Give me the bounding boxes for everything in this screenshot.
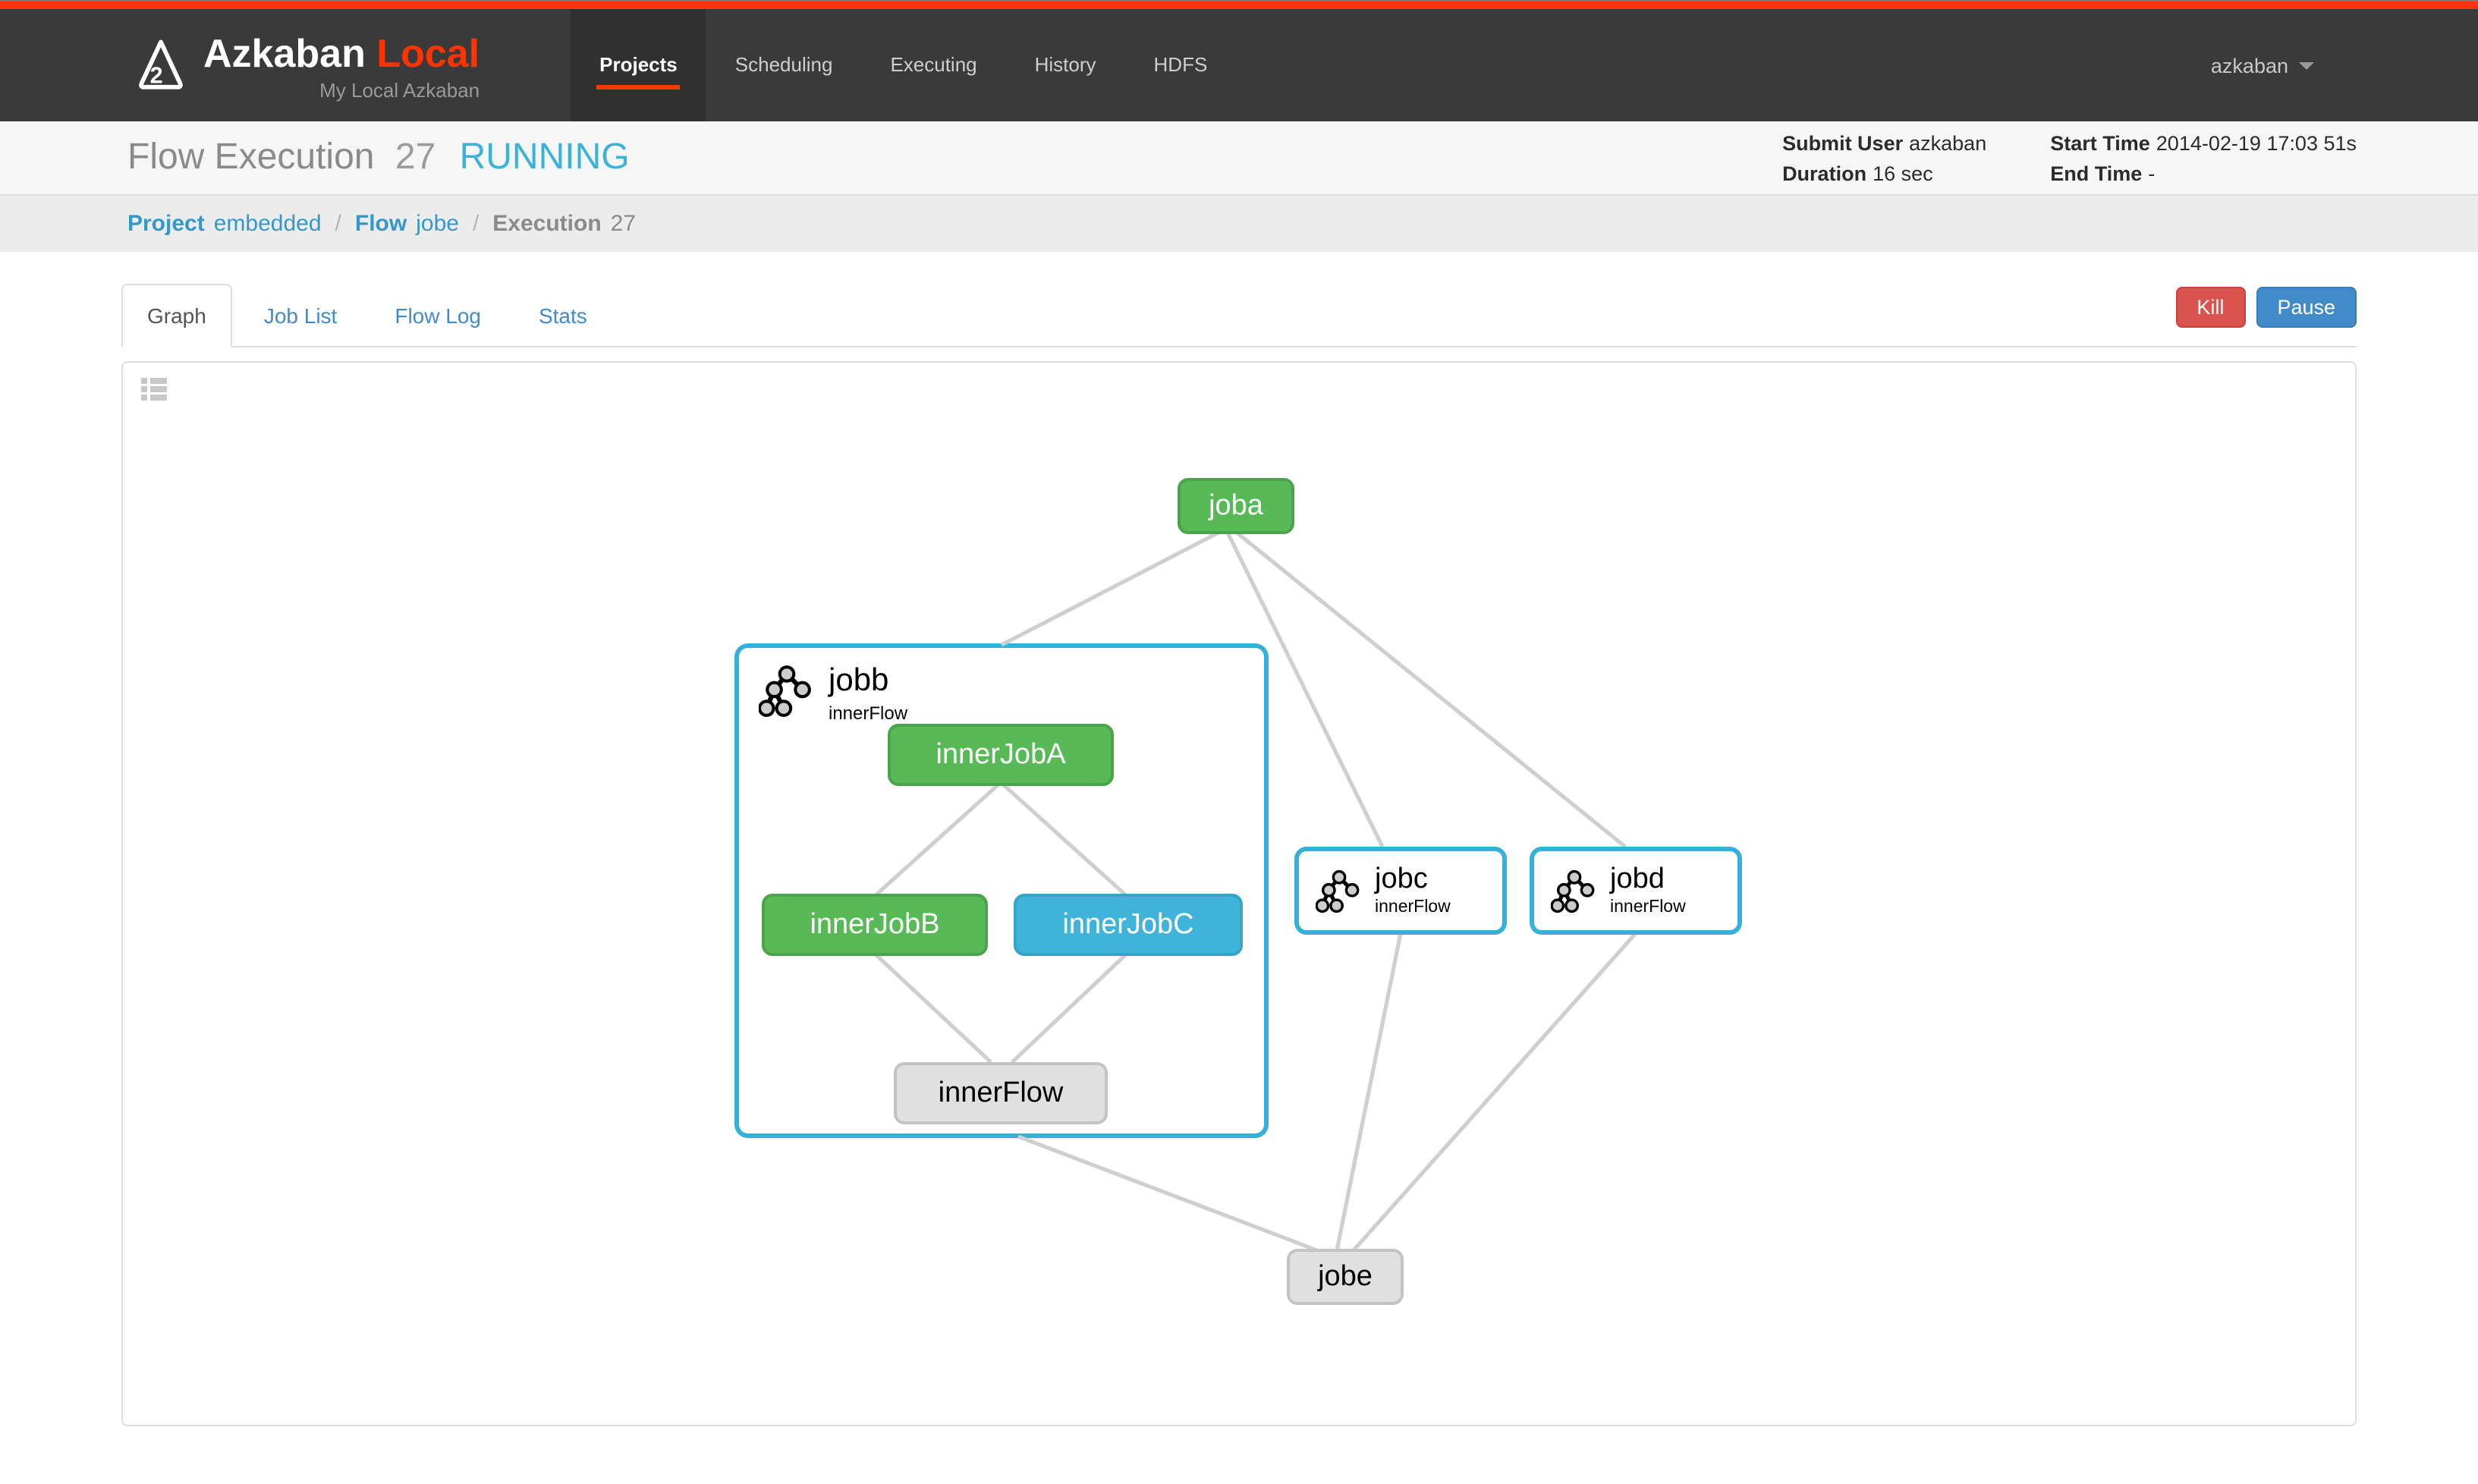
breadcrumb-label: Execution — [492, 211, 602, 237]
brand-subtitle: My Local Azkaban — [319, 78, 480, 101]
page-title: Flow Execution 27 RUNNING — [0, 137, 630, 179]
info-value: azkaban — [1909, 131, 1987, 154]
flow-node-jobc[interactable]: jobc innerFlow — [1294, 847, 1507, 935]
inner-flow-icon — [1316, 869, 1360, 913]
chevron-down-icon — [2299, 61, 2314, 69]
user-menu[interactable]: azkaban — [2211, 9, 2314, 121]
user-name: azkaban — [2210, 54, 2288, 77]
inner-flow-icon — [1551, 869, 1595, 913]
nav-item-scheduling[interactable]: Scheduling — [734, 53, 833, 76]
breadcrumb-flow[interactable]: Flow jobe — [355, 211, 459, 237]
breadcrumb-label: Flow — [354, 211, 407, 237]
info-label: Duration — [1782, 162, 1867, 184]
job-node-innerFlow[interactable]: innerFlow — [894, 1062, 1108, 1124]
status-badge: RUNNING — [459, 137, 630, 178]
flow-subtitle: innerFlow — [829, 703, 908, 725]
breadcrumb-separator: / — [335, 211, 341, 237]
flow-node-titles: jobc innerFlow — [1375, 863, 1451, 916]
tab-job-list[interactable]: Job List — [263, 303, 338, 328]
breadcrumb-value: embedded — [213, 211, 322, 237]
nav-item-executing[interactable]: Executing — [890, 53, 977, 76]
execution-id: 27 — [395, 137, 436, 178]
graph-options-icon[interactable] — [141, 378, 167, 401]
svg-text:2: 2 — [150, 62, 163, 88]
brand[interactable]: 2 Azkaban Local My Local Azkaban — [0, 9, 480, 121]
breadcrumb-label: Project — [127, 211, 205, 237]
brand-name: Azkaban — [203, 30, 366, 75]
nav-item-history[interactable]: History — [1034, 53, 1096, 76]
main-nav: Projects Scheduling Executing History HDFS — [571, 9, 1236, 121]
info-label: Submit User — [1782, 131, 1904, 154]
azkaban-logo-icon: 2 — [139, 39, 183, 90]
info-value: 2014-02-19 17:03 51s — [2156, 131, 2357, 154]
breadcrumb: Project embedded / Flow jobe / Execution 27 — [0, 196, 2478, 252]
brand-accent: Local — [376, 30, 480, 75]
graph-panel: jobb innerFlow joba innerJobA innerJobB inner… — [121, 361, 2357, 1426]
job-node-jobe[interactable]: jobe — [1287, 1249, 1404, 1305]
edge-jobc-to-jobe — [1335, 932, 1403, 1251]
edge-jobd-to-jobe — [1352, 932, 1637, 1252]
breadcrumb-execution: Execution 27 — [492, 211, 636, 237]
brand-title: Azkaban Local — [203, 30, 480, 77]
navbar: 2 Azkaban Local My Local Azkaban Project… — [0, 9, 2478, 121]
info-field: Duration 16 sec — [1782, 162, 1986, 184]
flow-node-title: jobc — [1375, 863, 1428, 896]
breadcrumb-separator: / — [472, 211, 480, 237]
job-node-innerJobC[interactable]: innerJobC — [1014, 894, 1243, 956]
info-value: 16 sec — [1873, 162, 1933, 184]
job-node-joba[interactable]: joba — [1178, 478, 1294, 534]
tab-stats[interactable]: Stats — [538, 303, 587, 328]
job-node-innerJobB[interactable]: innerJobB — [762, 894, 988, 956]
job-node-innerJobA[interactable]: innerJobA — [888, 724, 1114, 786]
flow-node-jobd[interactable]: jobd innerFlow — [1530, 847, 1742, 935]
flow-container-titles: jobb innerFlow — [829, 663, 908, 725]
kill-button[interactable]: Kill — [2175, 287, 2246, 328]
inner-flow-icon — [759, 665, 811, 717]
page-title-text: Flow Execution — [127, 137, 375, 178]
edge-jobb-to-jobe — [1017, 1134, 1318, 1253]
brand-text: Azkaban Local My Local Azkaban — [203, 30, 480, 101]
flow-node-titles: jobd innerFlow — [1610, 863, 1686, 916]
info-label: Start Time — [2050, 131, 2150, 154]
info-label: End Time — [2050, 162, 2143, 184]
info-value: - — [2148, 162, 2156, 184]
tab-graph[interactable]: Graph — [121, 284, 232, 347]
breadcrumb-value: jobe — [416, 211, 459, 237]
flow-node-subtitle: innerFlow — [1610, 898, 1686, 916]
tab-flow-log[interactable]: Flow Log — [395, 303, 481, 328]
flow-container-header: jobb innerFlow — [739, 648, 1264, 724]
flow-node-subtitle: innerFlow — [1375, 898, 1451, 916]
edge-joba-to-jobb — [1000, 530, 1220, 647]
tabs: Graph Job List Flow Log Stats — [121, 284, 2357, 347]
nav-item-projects[interactable]: Projects — [571, 9, 706, 121]
top-accent-bar — [0, 0, 2478, 9]
flow-node-title: jobd — [1610, 863, 1665, 896]
breadcrumb-project[interactable]: Project embedded — [127, 211, 322, 237]
nav-item-hdfs[interactable]: HDFS — [1153, 53, 1208, 76]
breadcrumb-value: 27 — [610, 211, 637, 237]
flow-title: jobb — [829, 663, 889, 698]
info-field: Start Time 2014-02-19 17:03 51s — [2050, 131, 2357, 154]
pause-button[interactable]: Pause — [2256, 287, 2357, 328]
info-field: End Time- — [2050, 162, 2357, 184]
edge-joba-to-jobd — [1235, 530, 1627, 849]
